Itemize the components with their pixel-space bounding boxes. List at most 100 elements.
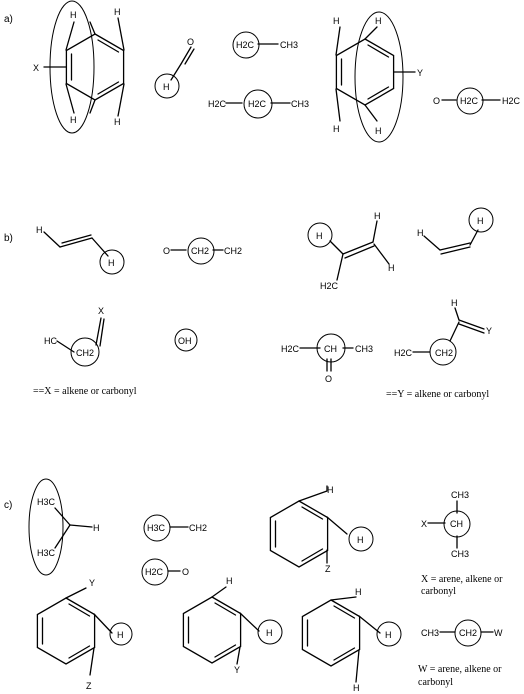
- highlight-ellipse: [49, 0, 95, 134]
- atom-h3c: H3C: [37, 548, 56, 558]
- highlight-circle: [468, 207, 494, 233]
- highlight-circle: [187, 237, 215, 265]
- atom-h: H: [163, 82, 170, 92]
- atom-h3c: H3C: [37, 497, 56, 507]
- atom-hc: HC: [44, 336, 57, 346]
- note-b-x: ==X = alkene or carbonyl: [33, 386, 137, 397]
- c-methine-x: CH3 X CH CH3: [421, 490, 471, 559]
- atom-o: O: [325, 374, 332, 384]
- atom-h2c: H2C: [394, 348, 413, 358]
- atom-h: H: [375, 126, 382, 136]
- highlight-circle: [143, 514, 171, 542]
- a-aldehyde: O H: [154, 37, 195, 99]
- b-alkene-3: H H: [417, 207, 494, 255]
- atom-h: H: [114, 117, 121, 127]
- b-alkene-2: H H H H2C: [307, 211, 395, 291]
- atom-h: H: [385, 630, 392, 640]
- atom-ch2: CH2: [189, 523, 207, 533]
- atom-h2c: H2C: [281, 344, 300, 354]
- atom-h: H: [70, 115, 77, 125]
- highlight-circle: [456, 87, 484, 115]
- c-methoxy: H2C O: [141, 558, 189, 586]
- b-ether: O CH2 CH2: [163, 237, 242, 265]
- b-alkene-1: H H: [36, 225, 125, 275]
- atom-z: Z: [325, 564, 331, 574]
- atom-ch2: CH2: [224, 246, 242, 256]
- highlight-circle: [70, 337, 100, 367]
- atom-ch: CH: [450, 519, 463, 529]
- atom-h: H: [327, 485, 334, 495]
- c-propyl-w: CH3 CH2 W: [421, 619, 503, 647]
- atom-z: Z: [86, 681, 92, 691]
- atom-h: H: [375, 16, 382, 26]
- atom-x: X: [33, 63, 39, 73]
- highlight-circle: [307, 222, 333, 248]
- atom-h: H: [93, 523, 100, 533]
- atom-h2c: H2C: [320, 281, 339, 291]
- c-benzene-z: H H Z: [269, 485, 374, 574]
- atom-h2c: H2C: [145, 567, 164, 577]
- atom-h: H: [417, 228, 424, 238]
- atom-h: H: [333, 16, 340, 26]
- highlight-circle: [376, 621, 402, 647]
- atom-h: H: [353, 683, 360, 693]
- highlight-circle: [174, 328, 198, 352]
- a-benzene-x: X H H H H: [33, 0, 125, 134]
- atom-ch3: CH3: [280, 40, 298, 50]
- section-label-c: c): [4, 500, 12, 511]
- atom-y: Y: [486, 326, 492, 336]
- note-c-x-line2: carbonyl: [421, 586, 456, 597]
- a-ethane: H2C CH3: [232, 31, 298, 59]
- highlight-circle: [99, 249, 125, 275]
- atom-ch2: CH2: [191, 246, 209, 256]
- atom-h2c: H2C: [502, 96, 521, 106]
- atom-ch2: CH2: [435, 348, 453, 358]
- atom-h: H: [374, 211, 381, 221]
- atom-h: H: [226, 576, 233, 586]
- atom-h: H: [108, 258, 115, 268]
- atom-w: W: [494, 628, 503, 638]
- atom-h: H: [355, 587, 362, 597]
- atom-ch3: CH3: [451, 549, 469, 559]
- atom-h: H: [388, 263, 395, 273]
- highlight-circle: [232, 31, 260, 59]
- atom-ch2: CH2: [459, 628, 477, 638]
- c-benzene-h: H H H: [301, 587, 402, 693]
- atom-o: O: [187, 37, 194, 47]
- atom-o: O: [163, 246, 170, 256]
- atom-h2c: H2C: [208, 99, 227, 109]
- c-isopropyl: H3C H3C H: [28, 478, 100, 576]
- b-allyl-x: HC CH2 X: [44, 306, 105, 367]
- atom-x: X: [98, 306, 104, 316]
- highlight-circle: [141, 558, 169, 586]
- atom-h: H: [36, 225, 43, 235]
- highlight-circle: [348, 526, 374, 552]
- a-benzene-y: Y H H H H: [333, 11, 423, 143]
- atom-h: H: [117, 630, 124, 640]
- atom-y: Y: [89, 578, 95, 588]
- atom-h: H: [333, 124, 340, 134]
- highlight-ellipse: [354, 11, 404, 143]
- atom-o: O: [433, 96, 440, 106]
- note-c-x-line1: X = arene, alkene or: [421, 574, 503, 585]
- atom-h: H: [477, 216, 484, 226]
- atom-h: H: [114, 7, 121, 17]
- highlight-circle: [154, 73, 180, 99]
- a-ether: O H2C H2C: [433, 87, 521, 115]
- atom-h: H: [266, 628, 273, 638]
- b-isopropoxy: H2C CH CH3 O: [281, 333, 373, 384]
- c-benzene-yz: Y H Z: [36, 578, 133, 691]
- atom-o: O: [182, 567, 189, 577]
- atom-y: Y: [417, 68, 423, 78]
- atom-ch2: CH2: [76, 348, 94, 358]
- atom-ch: CH: [324, 344, 337, 354]
- highlight-circle: [109, 622, 133, 646]
- section-label-a: a): [4, 14, 13, 25]
- atom-h: H: [357, 535, 364, 545]
- atom-h: H: [316, 231, 323, 241]
- atom-ch3: CH3: [451, 490, 469, 500]
- c-benzene-y: H H Y: [182, 576, 283, 675]
- atom-ch3: CH3: [291, 99, 309, 109]
- atom-ch3: CH3: [421, 628, 439, 638]
- section-label-b: b): [4, 233, 13, 244]
